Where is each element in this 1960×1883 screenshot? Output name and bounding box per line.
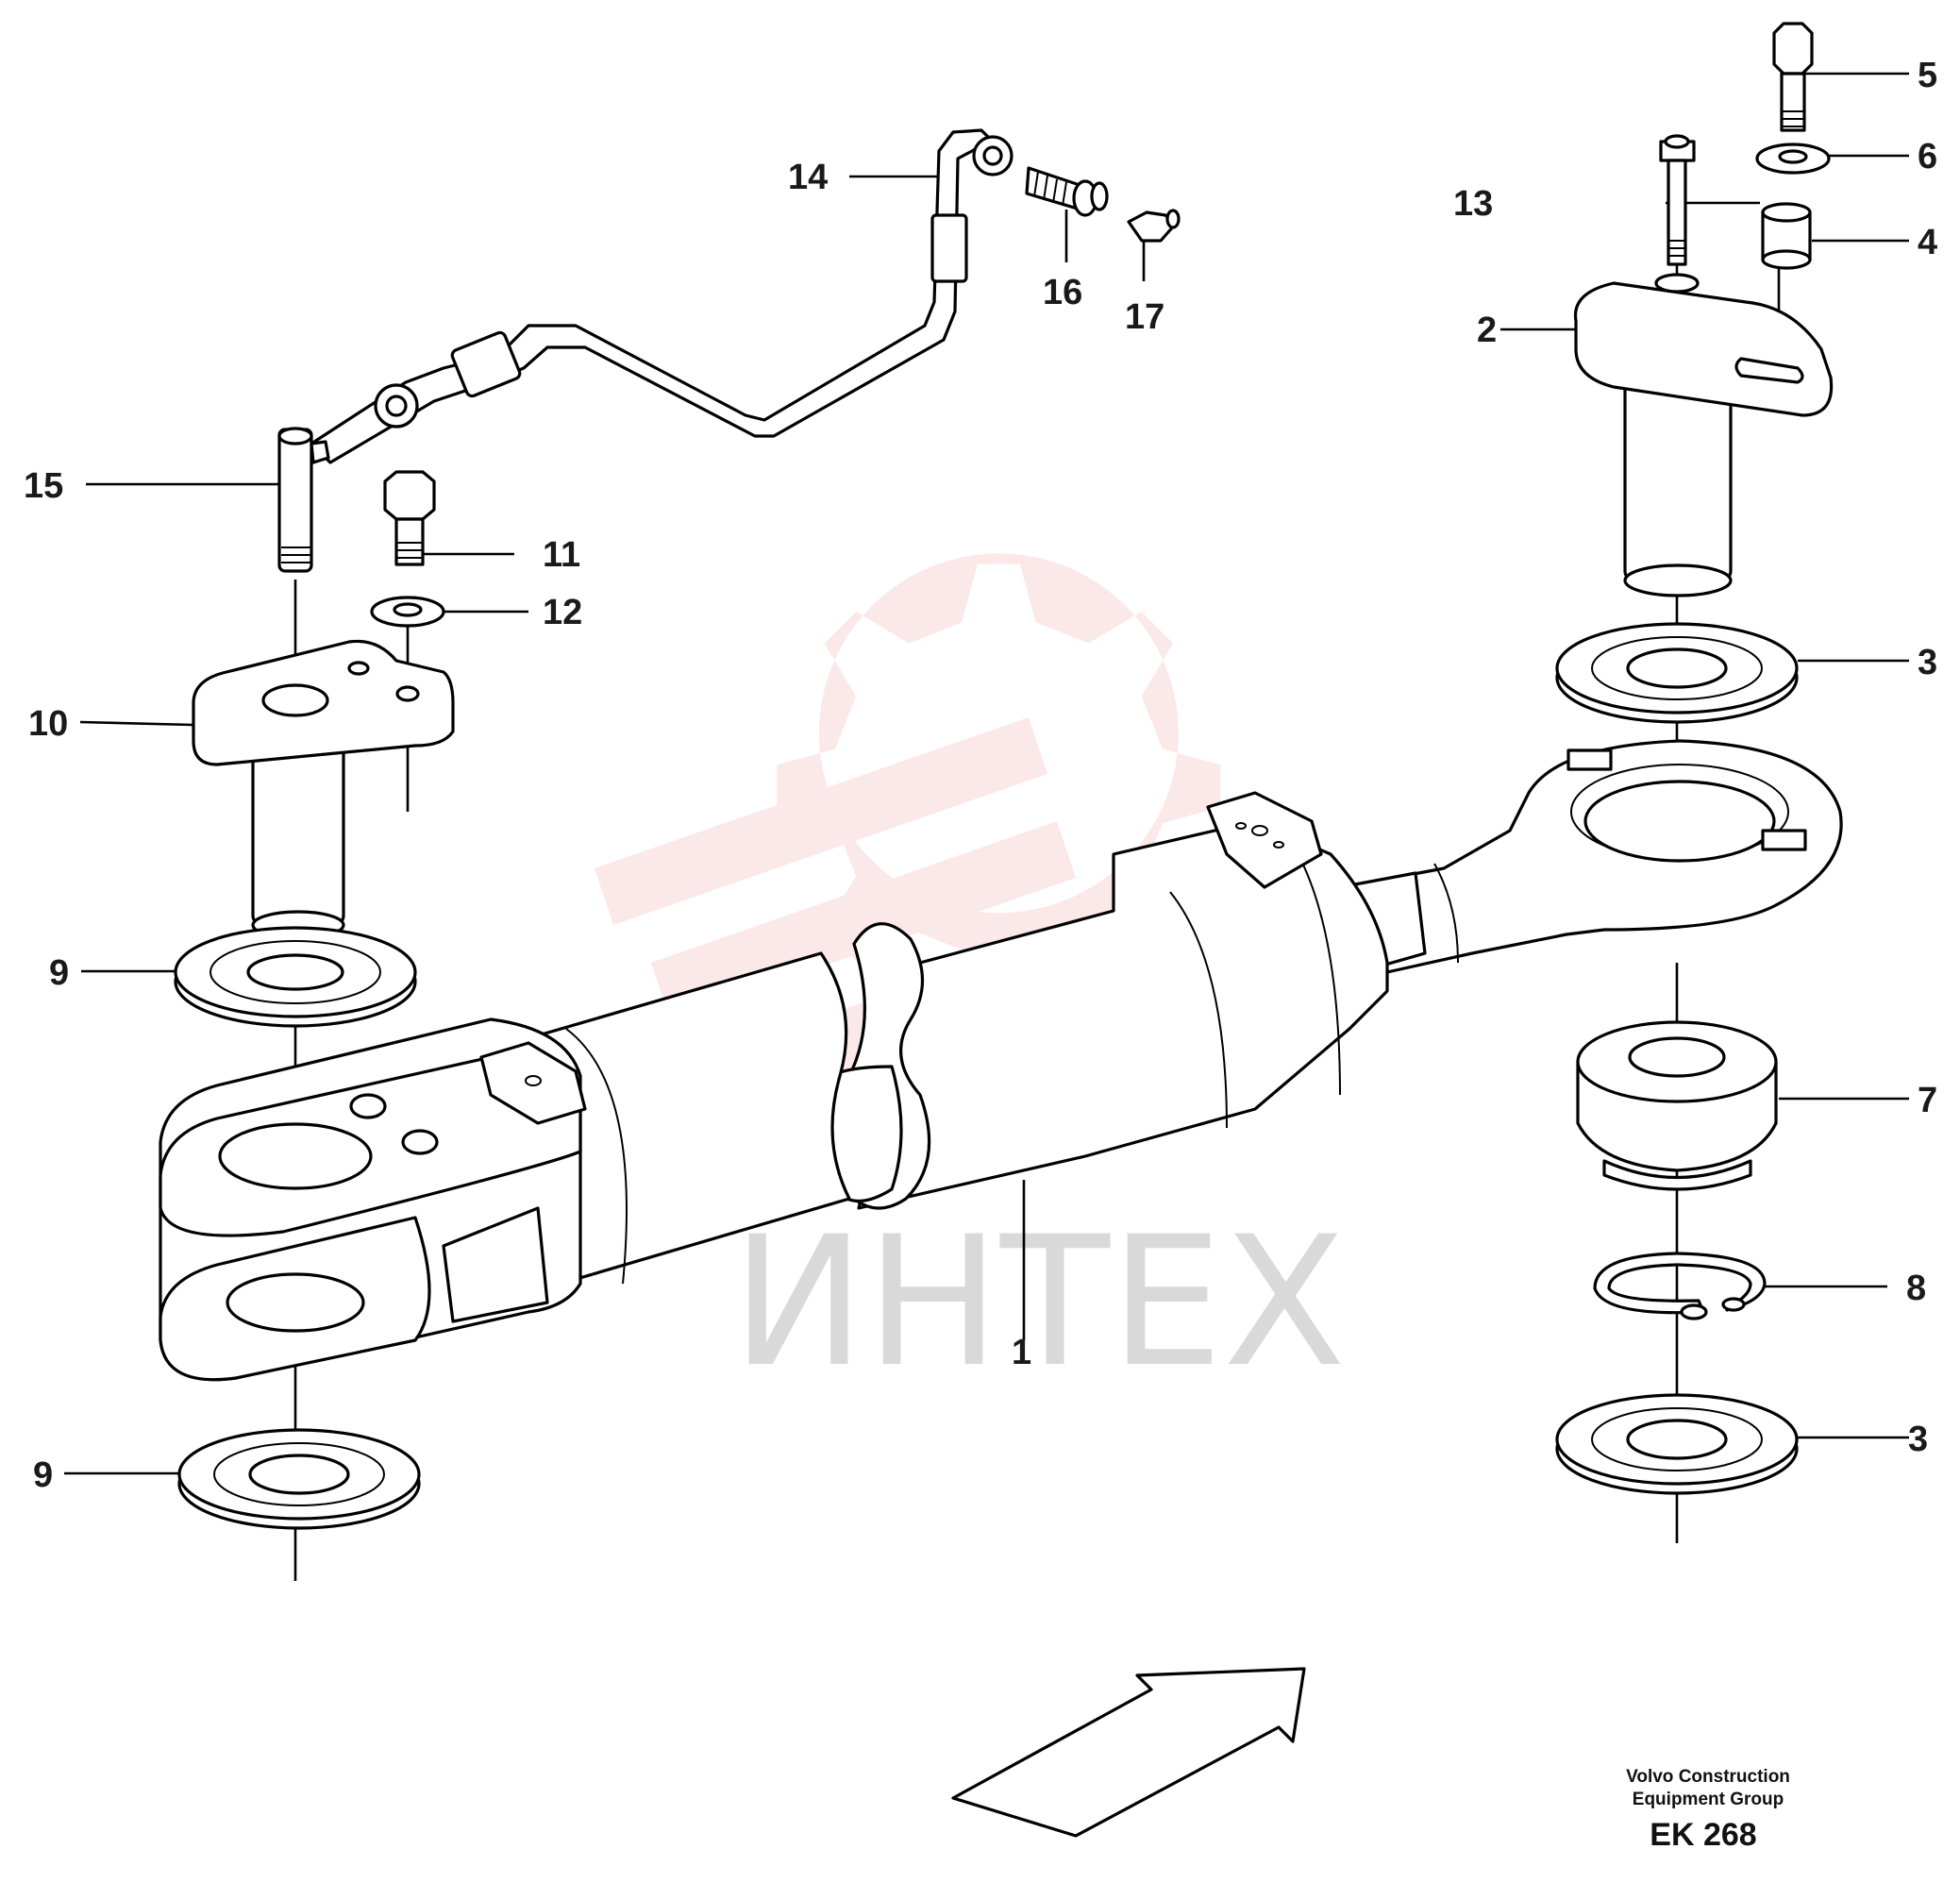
callout-9-upper: 9 xyxy=(49,953,69,993)
grease-nipple-17 xyxy=(1127,209,1181,281)
callout-16: 16 xyxy=(1043,273,1082,312)
callout-11: 11 xyxy=(543,535,580,575)
callout-12: 12 xyxy=(543,593,582,632)
callout-2: 2 xyxy=(1477,311,1497,350)
pin-15 xyxy=(277,427,330,573)
callout-10: 10 xyxy=(28,704,68,744)
bolt-11 xyxy=(383,470,436,566)
bolt-5 xyxy=(1772,22,1814,132)
callout-6: 6 xyxy=(1918,137,1937,177)
washer-12 xyxy=(370,596,445,628)
pipe-14 xyxy=(310,128,1014,464)
nipple-16 xyxy=(1025,166,1109,262)
publisher-line-1: Volvo Construction xyxy=(1626,1767,1790,1787)
callout-14: 14 xyxy=(788,158,828,197)
washer-6 xyxy=(1755,143,1831,175)
callout-9-lower: 9 xyxy=(33,1455,53,1495)
callout-4: 4 xyxy=(1918,223,1937,262)
callout-8: 8 xyxy=(1906,1269,1926,1308)
bearing-7 xyxy=(1576,1020,1778,1191)
washer-9-lower xyxy=(177,1428,421,1530)
callout-labels: 14 16 17 15 11 12 10 9 9 1 13 5 6 4 2 3 … xyxy=(24,56,1937,1495)
publication-code: EK 268 xyxy=(1650,1817,1756,1853)
cylinder-1 xyxy=(159,739,1843,1382)
washer-3-upper xyxy=(1555,622,1799,724)
sleeve-4 xyxy=(1761,202,1812,270)
publisher-line-2: Equipment Group xyxy=(1633,1790,1784,1809)
callout-5: 5 xyxy=(1918,56,1937,95)
callout-7: 7 xyxy=(1918,1081,1937,1120)
watermark-text: ИНТЕХ xyxy=(731,1198,1346,1406)
washer-9-upper xyxy=(174,926,417,1028)
callout-1: 1 xyxy=(1012,1333,1031,1372)
callout-3-upper: 3 xyxy=(1918,643,1937,682)
pin-plate-10 xyxy=(192,639,455,940)
grease-nipple-13 xyxy=(1659,134,1696,266)
callout-17: 17 xyxy=(1125,297,1164,337)
pin-plate-2 xyxy=(1573,273,1834,597)
callout-3-lower: 3 xyxy=(1908,1420,1928,1459)
circlip-8 xyxy=(1593,1252,1767,1320)
washer-3-lower xyxy=(1555,1393,1799,1495)
callout-15: 15 xyxy=(24,466,63,506)
publisher-block: Volvo Construction Equipment Group EK 26… xyxy=(1626,1767,1790,1853)
direction-arrow-icon xyxy=(951,1667,1306,1838)
callout-13: 13 xyxy=(1453,184,1493,224)
